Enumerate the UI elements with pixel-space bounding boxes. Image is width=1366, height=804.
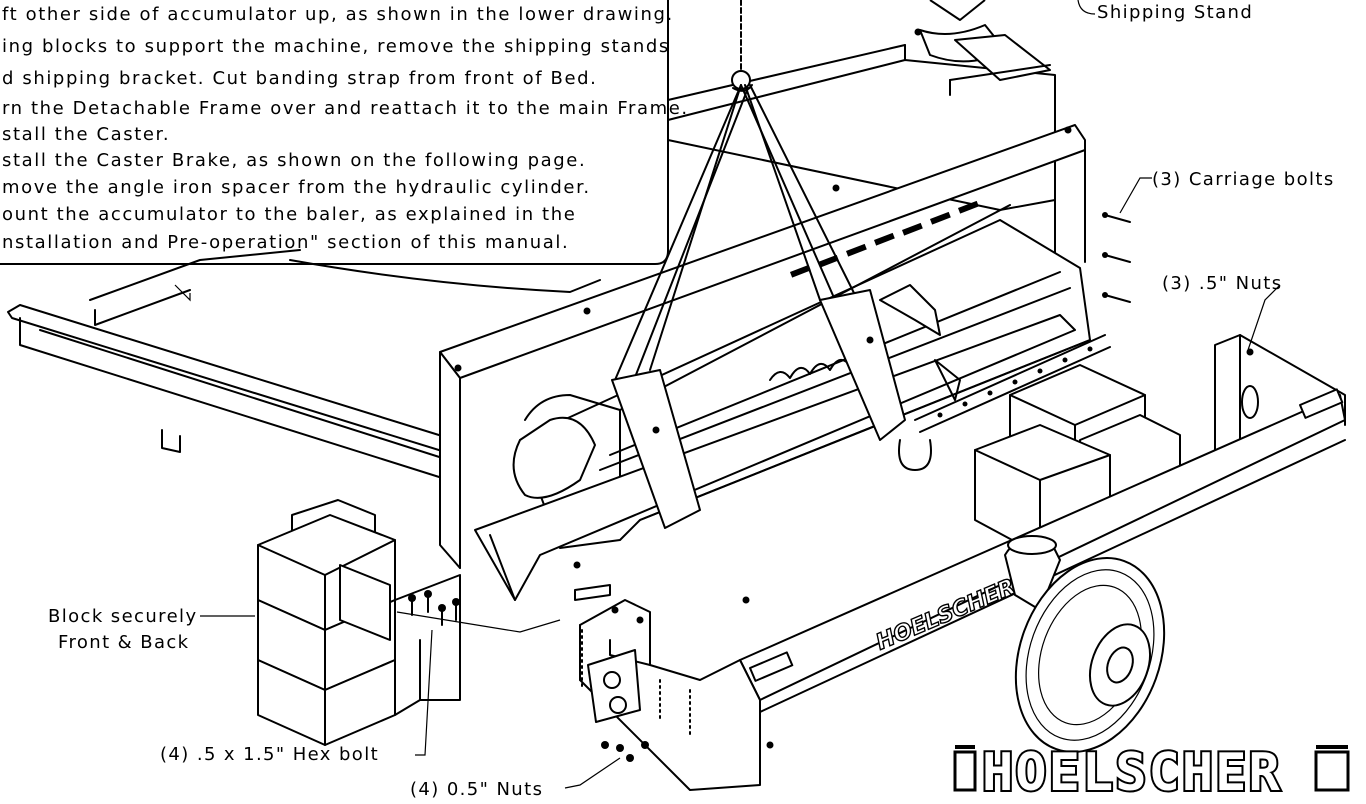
logo-text: HOELSCHER: [982, 743, 1282, 800]
front-back-label: Front & Back: [58, 632, 190, 653]
instruction-line-4: rn the Detachable Frame over and reattac…: [2, 98, 689, 119]
instruction-line-2: ing blocks to support the machine, remov…: [2, 36, 670, 57]
block-securely-label: Block securely: [48, 606, 198, 627]
nuts-bottom-leader: [564, 757, 621, 789]
slot-row: [790, 200, 979, 278]
instruction-line-1: ft other side of accumulator up, as show…: [2, 4, 674, 25]
shipping-stand: Shipping Stand: [914, 0, 1253, 96]
bottom-callouts: Block securely Front & Back (4) .5 x 1.5…: [48, 606, 621, 800]
support-blocks: [257, 499, 561, 746]
instruction-box: ft other side of accumulator up, as show…: [0, 0, 689, 265]
instruction-line-5: stall the Caster.: [2, 124, 170, 145]
carriage-bolts-leader: [1119, 177, 1152, 214]
instruction-line-3: d shipping bracket. Cut banding strap fr…: [2, 68, 597, 89]
point5-nuts-label: (4) 0.5" Nuts: [410, 779, 543, 800]
instruction-line-6: stall the Caster Brake, as shown on the …: [2, 150, 586, 171]
instruction-line-9: nstallation and Pre-operation" section o…: [2, 232, 569, 253]
instruction-line-7: move the angle iron spacer from the hydr…: [2, 177, 591, 198]
instruction-line-8: ount the accumulator to the baler, as ex…: [2, 204, 576, 225]
nuts-leader: [1247, 284, 1281, 351]
wheel-tire: [1014, 557, 1166, 753]
cylinder-spring: [769, 359, 851, 381]
carriage-bolts: (3) Carriage bolts: [1102, 169, 1335, 303]
hoelscher-logo: HOELSCHER: [953, 741, 1350, 804]
front-panel: [439, 124, 1086, 569]
shipping-stand-leader: [1077, 0, 1096, 15]
half-inch-nuts-label: (3) .5" Nuts: [1162, 273, 1283, 294]
caster-wheel: [1004, 535, 1166, 753]
instruction-box-border: [0, 0, 669, 265]
shipping-stand-label: Shipping Stand: [1097, 2, 1253, 23]
bed-left-rail: [7, 304, 456, 456]
hex-bolt-label: (4) .5 x 1.5" Hex bolt: [160, 744, 379, 765]
carriage-bolts-label: (3) Carriage bolts: [1152, 169, 1335, 190]
right-frame: (3) .5" Nuts: [1162, 273, 1346, 461]
hex-bolts: [408, 590, 460, 626]
lifting-sling: [611, 0, 906, 529]
hex-bolt-leader: [415, 629, 433, 756]
detachable-frame: [579, 599, 761, 791]
